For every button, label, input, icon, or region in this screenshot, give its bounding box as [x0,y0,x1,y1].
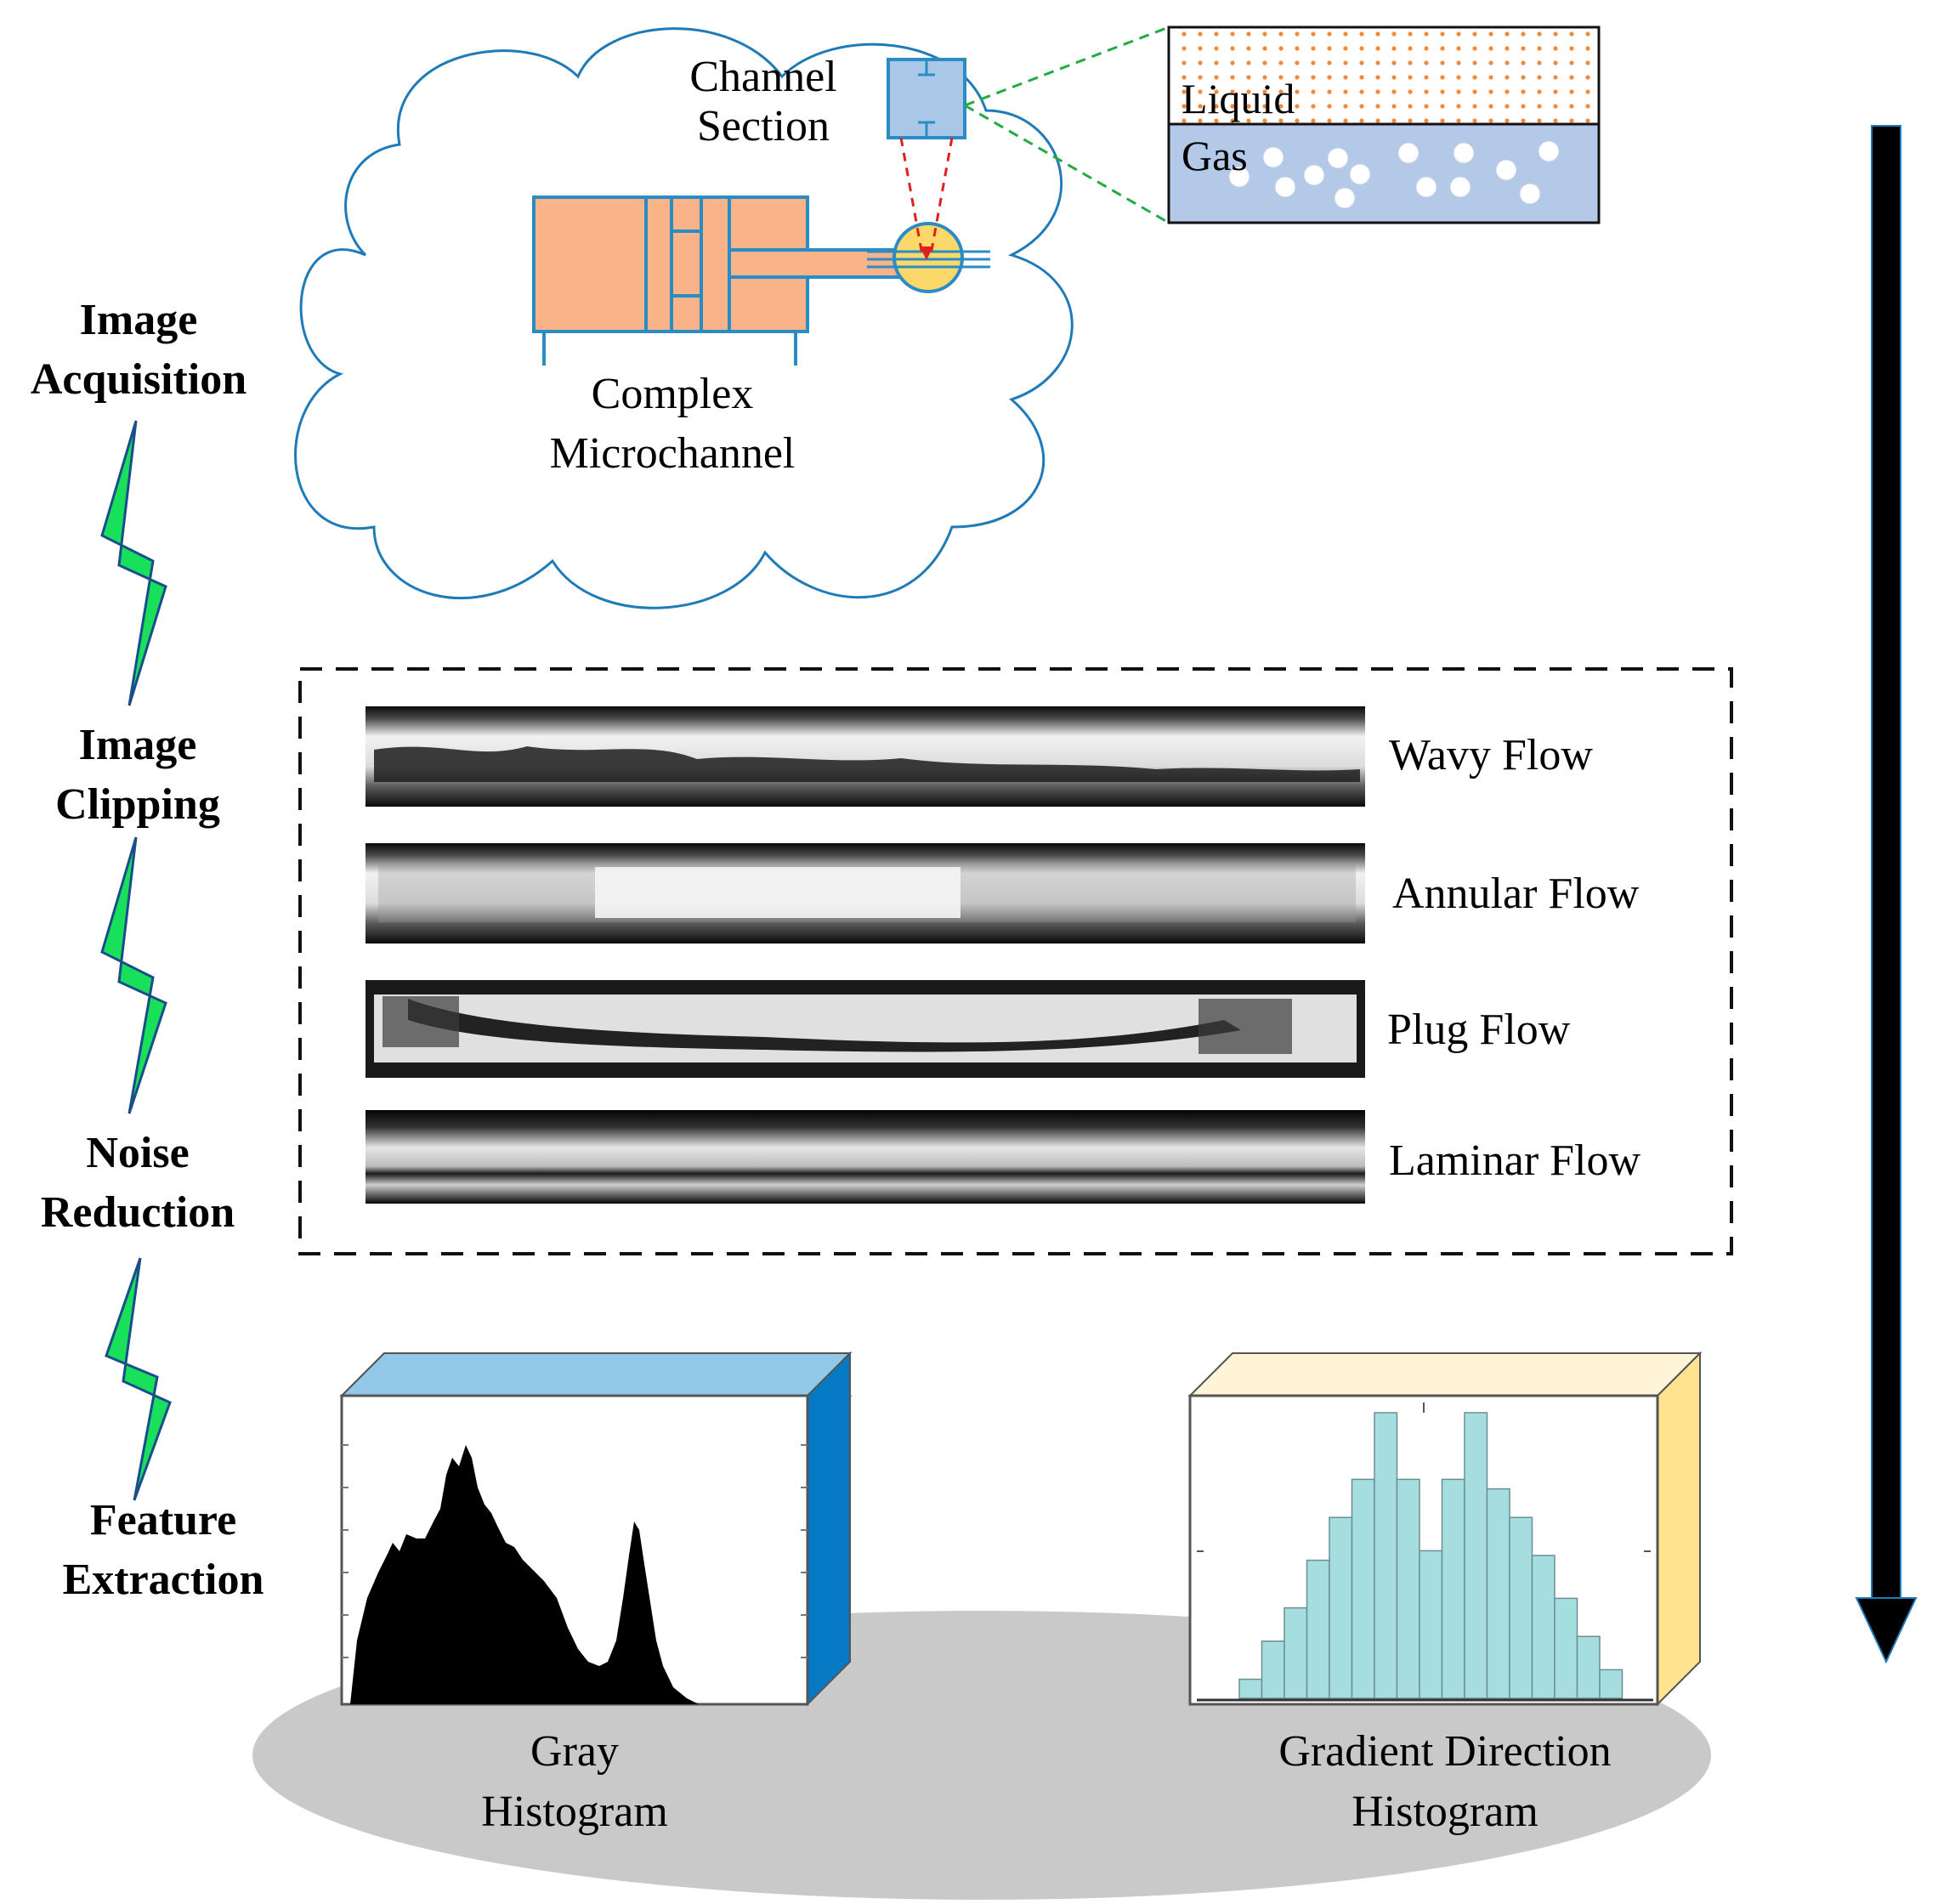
gradient-histogram-bar [1284,1606,1308,1699]
stage-label-line2: Extraction [63,1556,264,1604]
gradient-histogram-bar [1396,1478,1420,1699]
flow-images-panel [298,667,1733,1255]
stage-label-noise-reduction: Noise Reduction [41,1129,235,1237]
lightning-icon [105,1257,172,1501]
gradient-histogram-bar [1374,1412,1398,1699]
gradient-histogram-bar [1531,1555,1556,1699]
stage-label-line2: Clipping [55,780,220,829]
gradient-histogram-bar [1441,1478,1465,1699]
gradient-histogram-bar [1306,1559,1330,1699]
gas-label: Gas [1182,132,1248,179]
process-arrow [1855,125,1918,1664]
gradient-histogram-bar [1599,1669,1624,1699]
flow-label-annular: Annular Flow [1392,870,1640,918]
flow-image-wavy [366,706,1365,807]
complex-microchannel-label: Complex [592,370,754,418]
gradient-histogram-bar [1486,1488,1510,1699]
flow-image-laminar [366,1110,1365,1204]
gradient-histogram-bars [1238,1412,1624,1699]
liquid-gas-section: Liquid Gas [1167,26,1601,224]
flow-image-annular [366,843,1365,944]
lightning-icon [100,836,167,1114]
gray-histogram-label: Gray [530,1727,619,1776]
gradient-histogram-label: Gradient Direction [1278,1727,1611,1776]
gradient-histogram-box [1187,1351,1703,1707]
stage-label-line2: Acquisition [31,355,246,404]
gradient-histogram-bar [1238,1678,1263,1699]
stage-label-line1: Noise [86,1129,189,1177]
stage-label-line1: Image [79,721,197,769]
stage-label-line2: Reduction [41,1188,235,1237]
flow-label-wavy: Wavy Flow [1389,731,1593,779]
gray-histogram-curve [350,1445,699,1704]
gradient-histogram-bar [1576,1635,1601,1699]
gradient-histogram-bar [1351,1478,1375,1699]
gradient-histogram-label: Histogram [1352,1788,1538,1836]
liquid-label: Liquid [1182,75,1295,122]
gradient-histogram-bar [1261,1640,1285,1699]
gradient-histogram-bar [1419,1550,1443,1699]
flow-label-laminar: Laminar Flow [1389,1136,1641,1185]
flow-label-plug: Plug Flow [1387,1006,1571,1054]
complex-microchannel-label: Microchannel [550,429,796,478]
stage-label-line1: Feature [90,1496,236,1544]
channel-section-label: Section [697,102,830,150]
flow-image-plug [366,980,1365,1078]
lightning-icon [100,420,167,706]
zoom-lines-green [964,26,1170,224]
gradient-histogram-bar [1554,1597,1578,1699]
stage-label-line1: Image [80,296,198,344]
gray-histogram-label: Histogram [481,1788,668,1836]
gradient-histogram-bar [1509,1516,1533,1699]
stage-label-feature-extraction: Feature Extraction [63,1496,264,1604]
zoom-lines-red [899,137,954,260]
gradient-histogram-bar [1464,1412,1488,1699]
stage-label-image-acquisition: Image Acquisition [31,296,246,404]
channel-section-icon [887,58,966,139]
channel-section-label: Channel [689,53,836,101]
stage-label-image-clipping: Image Clipping [55,721,220,829]
gray-histogram-box [339,1351,853,1707]
gradient-histogram-bar [1329,1516,1353,1699]
